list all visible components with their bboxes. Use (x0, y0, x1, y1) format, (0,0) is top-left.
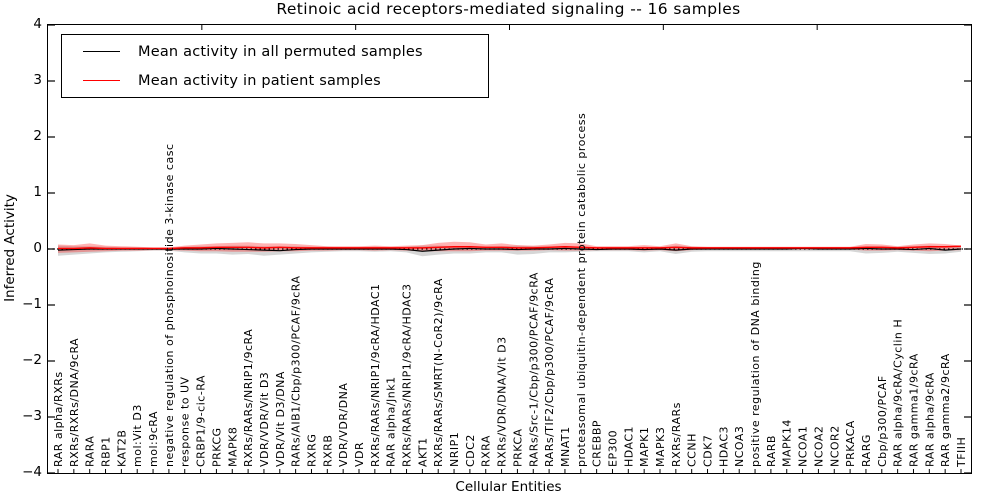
x-category-label: RXRB (321, 435, 334, 467)
x-category-label: RARB (765, 435, 778, 467)
y-tick-label: −1 (22, 296, 42, 312)
x-category-label: RXRG (305, 434, 318, 467)
x-category-label: negative regulation of phosphoinositide … (163, 144, 176, 468)
x-category-label: MAPK1 (638, 427, 651, 467)
x-category-label: RARs/Src-1/Cbp/p300/PCAF/9cRA (527, 272, 540, 467)
x-category-label: RARG (860, 434, 873, 467)
x-category-label: RAR alpha/RXRs (52, 371, 65, 467)
x-axis-title: Cellular Entities (455, 479, 562, 495)
x-category-label: RXRs/RARs (670, 402, 683, 467)
patient-mean-line (58, 245, 962, 250)
y-tick-label: 3 (33, 72, 42, 88)
x-category-label: RBP1 (100, 436, 113, 467)
y-tick-label: −2 (22, 352, 42, 368)
x-category-label: PRKACA (844, 420, 857, 467)
x-category-label: RXRs/VDR/DNA/Vit D3 (496, 336, 509, 467)
black-line-sample-icon (83, 51, 120, 52)
x-category-label: PRKCG (210, 427, 223, 467)
x-category-label: NCOA3 (733, 426, 746, 467)
x-category-label: positive regulation of DNA binding (749, 261, 762, 467)
x-category-label: RAR alpha/9cRA/Cyclin H (892, 319, 905, 467)
x-category-label: RXRs/RXRs/DNA/9cRA (68, 338, 81, 467)
x-category-label: MAPK8 (226, 427, 239, 467)
x-category-label: NRIP1 (448, 432, 461, 467)
legend-label: Mean activity in all permuted samples (138, 43, 423, 60)
x-category-label: MAPK3 (654, 427, 667, 467)
x-category-label: HDAC1 (622, 426, 635, 467)
x-category-label: MNAT1 (559, 426, 572, 467)
x-category-label: RAR gamma1/9cRA (907, 353, 920, 467)
x-category-label: RARs/TIF2/Cbp/p300/PCAF/9cRA (543, 278, 556, 467)
x-category-label: Cbp/p300/PCAF (876, 375, 889, 467)
x-category-label: VDR/Vit D3/DNA (274, 371, 287, 467)
x-category-label: RAR gamma2/9cRA (939, 353, 952, 467)
x-category-label: proteasomal ubiquitin-dependent protein … (575, 113, 588, 467)
y-tick-label: 4 (33, 16, 42, 32)
x-category-label: HDAC3 (717, 426, 730, 467)
x-category-label: TFIIH (955, 437, 968, 468)
y-tick-label: 2 (33, 128, 42, 144)
x-category-label: VDR/VDR/DNA (337, 383, 350, 467)
legend-item-permuted: Mean activity in all permuted samples (62, 39, 488, 65)
x-category-label: NCOA1 (797, 426, 810, 467)
x-category-label: RXRs/RARs/NRIP1/9cRA (242, 329, 255, 467)
x-category-label: NCOA2 (812, 426, 825, 467)
x-category-label: NCOR2 (828, 425, 841, 467)
chart-title: Retinoic acid receptors-mediated signali… (276, 0, 741, 18)
x-category-label: EP300 (606, 430, 619, 467)
x-category-label: VDR/VDR/Vit D3 (258, 372, 271, 467)
y-tick-label: −4 (22, 464, 42, 480)
x-category-label: RAR alpha/Jnk1 (385, 376, 398, 467)
legend-item-patient: Mean activity in patient samples (62, 68, 488, 94)
permuted-mean-line (57, 247, 962, 252)
x-category-label: RARs/AIB1/Cbp/p300/PCAF/9cRA (290, 276, 303, 468)
x-category-label: response to UV (179, 376, 192, 467)
x-category-label: RAR alpha/9cRA (923, 372, 936, 467)
legend: Mean activity in all permuted samples Me… (61, 34, 489, 98)
x-category-label: RXRs/RARs/SMRT(N-CoR2)/9cRA (432, 278, 445, 467)
y-tick-label: 1 (33, 184, 42, 200)
x-category-label: MAPK14 (781, 419, 794, 467)
x-category-label: VDR (353, 442, 366, 467)
x-category-label: KAT2B (115, 430, 128, 467)
x-category-label: RXRA (480, 435, 493, 467)
x-category-label: CDC2 (464, 434, 477, 467)
y-tick-label: 0 (33, 240, 42, 256)
legend-label: Mean activity in patient samples (138, 72, 381, 89)
y-tick-label: −3 (22, 408, 42, 424)
x-category-label: RXRs/RARs/NRIP1/9cRA/HDAC1 (369, 283, 382, 467)
x-category-label: RARA (84, 436, 97, 467)
x-category-label: PRKCA (511, 428, 524, 467)
x-category-label: RXRs/RARs/NRIP1/9cRA/HDAC3 (401, 283, 414, 467)
x-category-label: CCNH (686, 433, 699, 467)
x-category-label: CRBP1/9-cic-RA (195, 375, 208, 467)
x-category-label: CDK7 (702, 435, 715, 467)
red-line-sample-icon (83, 80, 120, 81)
x-category-label: mol:9cRA (147, 411, 160, 467)
x-category-label: AKT1 (416, 437, 429, 467)
x-category-label: mol:Vit D3 (131, 404, 144, 467)
x-category-label: CREBBP (591, 420, 604, 467)
